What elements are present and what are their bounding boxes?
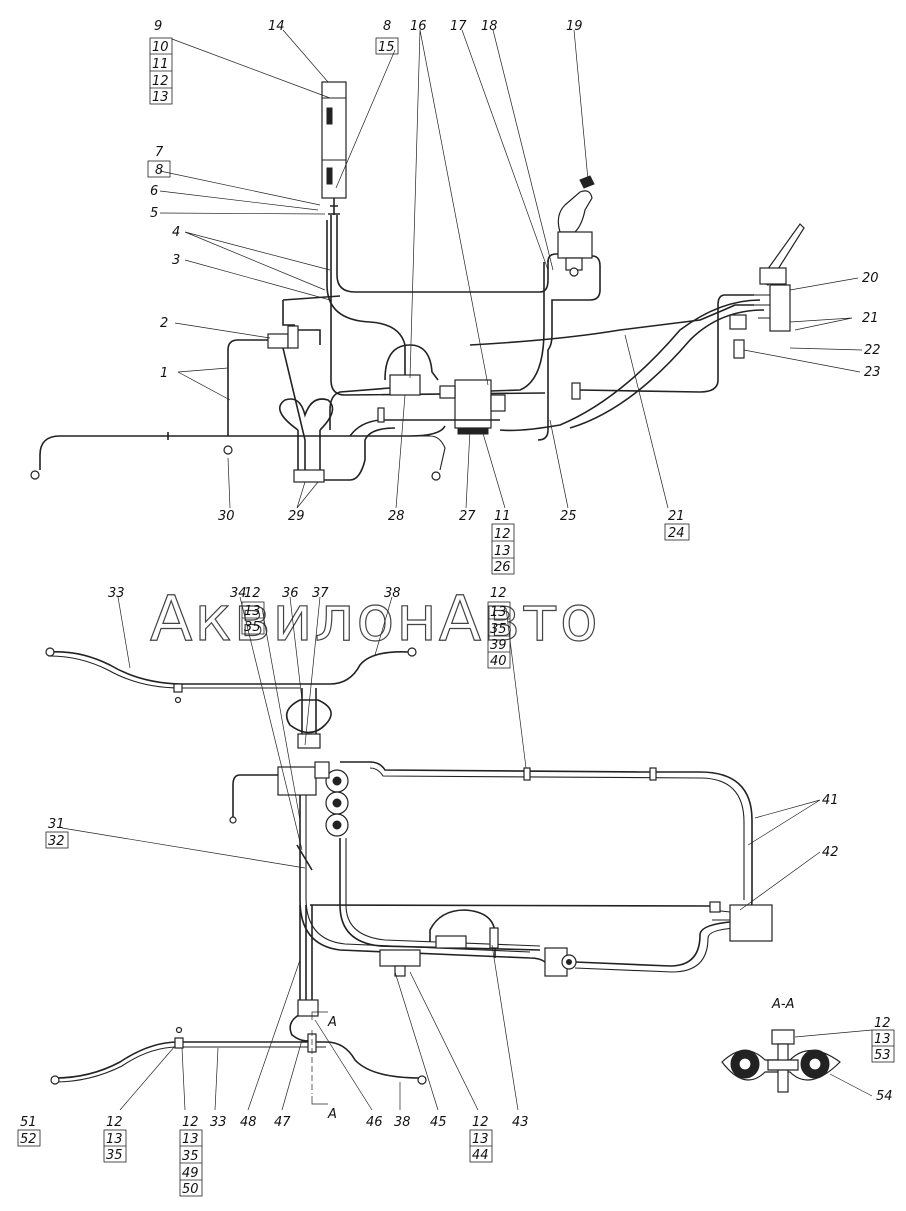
callout-20: 20 bbox=[862, 271, 879, 286]
callout-13e: 13 bbox=[106, 1132, 123, 1147]
callout-13f: 13 bbox=[182, 1132, 199, 1147]
leader-lines bbox=[61, 29, 873, 1111]
callout-50: 50 bbox=[182, 1182, 199, 1197]
callout-18: 18 bbox=[481, 19, 498, 34]
callout-17: 17 bbox=[450, 19, 467, 34]
callout-1: 1 bbox=[160, 366, 168, 381]
callout-45: 45 bbox=[430, 1115, 447, 1130]
callout-22: 22 bbox=[864, 343, 881, 358]
callout-12b: 12 bbox=[494, 527, 511, 542]
callout-21: 21 bbox=[862, 311, 879, 326]
callout-42: 42 bbox=[822, 845, 839, 860]
callout-48: 48 bbox=[240, 1115, 257, 1130]
callout-frames bbox=[17, 37, 895, 1197]
callout-4: 4 bbox=[172, 225, 180, 240]
callout-13h: 13 bbox=[874, 1032, 891, 1047]
callout-2: 2 bbox=[160, 316, 168, 331]
callout-13g: 13 bbox=[472, 1132, 489, 1147]
callout-25: 25 bbox=[560, 509, 577, 524]
callout-44: 44 bbox=[472, 1148, 489, 1163]
callout-13c: 13 bbox=[244, 604, 261, 619]
callouts-top: 9 10 11 12 13 14 8 15 16 17 18 19 7 8 6 … bbox=[150, 19, 881, 575]
callout-19: 19 bbox=[566, 19, 583, 34]
callout-11: 11 bbox=[152, 57, 169, 72]
filter-housing bbox=[321, 81, 347, 199]
callout-49: 49 bbox=[182, 1166, 199, 1181]
callout-24: 24 bbox=[668, 526, 685, 541]
callout-28: 28 bbox=[388, 509, 405, 524]
callout-38: 38 bbox=[384, 586, 401, 601]
callout-3: 3 bbox=[172, 253, 180, 268]
callout-15: 15 bbox=[378, 40, 395, 55]
callout-51: 51 bbox=[20, 1115, 37, 1130]
callout-53: 53 bbox=[874, 1048, 891, 1063]
callout-35c: 35 bbox=[106, 1148, 123, 1163]
callout-11b: 11 bbox=[494, 509, 511, 524]
callout-12d: 12 bbox=[490, 586, 507, 601]
callout-7: 7 bbox=[155, 145, 164, 160]
callout-23: 23 bbox=[864, 365, 881, 380]
callouts-bottom: 33 34 12 13 35 36 37 38 12 13 35 39 40 4… bbox=[20, 586, 893, 1197]
watermark: АквилонАвто bbox=[150, 582, 600, 655]
callout-27: 27 bbox=[459, 509, 476, 524]
callout-29: 29 bbox=[288, 509, 305, 524]
callout-54: 54 bbox=[876, 1089, 893, 1104]
cut-mark-lower: А bbox=[327, 1107, 337, 1122]
callout-12e: 12 bbox=[106, 1115, 123, 1130]
callout-13b: 13 bbox=[494, 544, 511, 559]
callout-36: 36 bbox=[282, 586, 299, 601]
callout-47: 47 bbox=[274, 1115, 291, 1130]
top-assembly bbox=[30, 81, 805, 483]
callout-9: 9 bbox=[154, 19, 162, 34]
cut-mark-upper: А bbox=[327, 1015, 337, 1030]
callout-10: 10 bbox=[152, 40, 169, 55]
callout-35d: 35 bbox=[182, 1149, 199, 1164]
bottom-assembly bbox=[45, 647, 773, 1105]
callout-13d: 13 bbox=[490, 605, 507, 620]
callout-12: 12 bbox=[152, 74, 169, 89]
callout-38b: 38 bbox=[394, 1115, 411, 1130]
callout-13: 13 bbox=[152, 90, 169, 105]
callout-26: 26 bbox=[494, 560, 511, 575]
callout-5: 5 bbox=[150, 206, 158, 221]
callout-21b: 21 bbox=[668, 509, 685, 524]
callout-12c: 12 bbox=[244, 586, 261, 601]
callout-32: 32 bbox=[48, 834, 65, 849]
callout-6: 6 bbox=[150, 184, 158, 199]
callout-39: 39 bbox=[490, 638, 507, 653]
callout-41: 41 bbox=[822, 793, 839, 808]
callout-8b: 8 bbox=[155, 163, 163, 178]
callout-52: 52 bbox=[20, 1132, 37, 1147]
callout-34: 34 bbox=[230, 586, 247, 601]
callout-43: 43 bbox=[512, 1115, 529, 1130]
callout-12f: 12 bbox=[182, 1115, 199, 1130]
section-a-a bbox=[721, 1029, 841, 1093]
callout-46: 46 bbox=[366, 1115, 383, 1130]
callout-33b: 33 bbox=[210, 1115, 227, 1130]
callout-30: 30 bbox=[218, 509, 235, 524]
callout-35: 35 bbox=[244, 620, 261, 635]
callout-12h: 12 bbox=[874, 1016, 891, 1031]
callout-31: 31 bbox=[48, 817, 65, 832]
callout-16: 16 bbox=[410, 19, 427, 34]
callout-33: 33 bbox=[108, 586, 125, 601]
callout-12g: 12 bbox=[472, 1115, 489, 1130]
callout-8: 8 bbox=[383, 19, 391, 34]
callout-35b: 35 bbox=[490, 622, 507, 637]
callout-14: 14 bbox=[268, 19, 285, 34]
section-title: А-А bbox=[771, 997, 794, 1012]
callout-37: 37 bbox=[312, 586, 329, 601]
callout-40: 40 bbox=[490, 654, 507, 669]
